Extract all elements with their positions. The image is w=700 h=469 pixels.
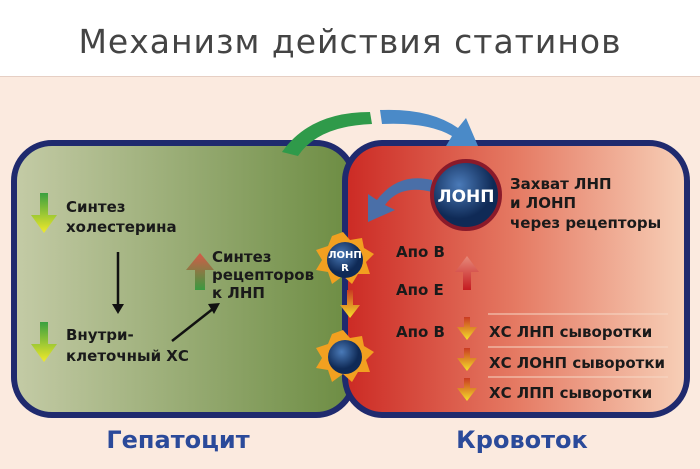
header: Механизм действия статинов [0,0,700,77]
down-arrow-icon [340,290,360,318]
svg-text:Внутри-клеточный ХС: Внутри-клеточный ХС [66,326,189,365]
capture-text-2: и ЛОНП [510,194,576,212]
down-arrow-icon [457,348,477,371]
cholesterol-synthesis-label-2: холестерина [66,218,177,236]
apo-e-label: Апо Е [396,281,444,299]
receptor-particle-2 [328,340,362,374]
serum-item: ХС ЛПП сыворотки [489,384,652,402]
hepatocyte-label: Гепатоцит [106,426,249,454]
down-arrow-icon [31,193,57,233]
bloodstream-label: Кровоток [456,426,588,454]
receptor-synthesis-label-3: к ЛНП [212,284,265,302]
serum-item: ХС ЛОНП сыворотки [489,354,665,372]
up-arrow-icon [455,256,479,290]
page-title: Механизм действия статинов [78,22,622,61]
arrow-head-icon [112,304,124,314]
apo-b-label: Апо В [396,243,445,261]
arrow-line [171,307,215,342]
down-arrow-icon [457,378,477,401]
arrow-head-icon [208,303,220,314]
intracellular-cholesterol-label-2: клеточный ХС [66,347,189,365]
receptor-particle [327,242,363,278]
vldl-particle-label: ЛОНП [437,187,494,207]
receptor-particle-r: R [341,263,349,274]
capture-text: Захват ЛНП [510,175,612,193]
receptor-synthesis-label: Синтез [212,248,271,266]
intracellular-cholesterol-label: Внутри- [66,326,134,344]
capture-text-3: через рецепторы [510,214,661,232]
return-arrow [368,178,432,222]
blue-curved-arrow [380,109,478,146]
receptor-particle-label: ЛОНП [328,250,362,261]
serum-item: ХС ЛНП сыворотки [489,323,652,341]
apo-b-label-2: Апо В [396,323,445,341]
down-arrow-icon [457,317,477,340]
cholesterol-synthesis-label: Синтез [66,198,125,216]
up-arrow-icon [186,253,214,290]
down-arrow-icon [31,322,57,362]
vldl-particle [430,159,502,231]
green-curved-arrow [282,112,372,156]
receptor-synthesis-label-2: рецепторов [212,266,314,284]
